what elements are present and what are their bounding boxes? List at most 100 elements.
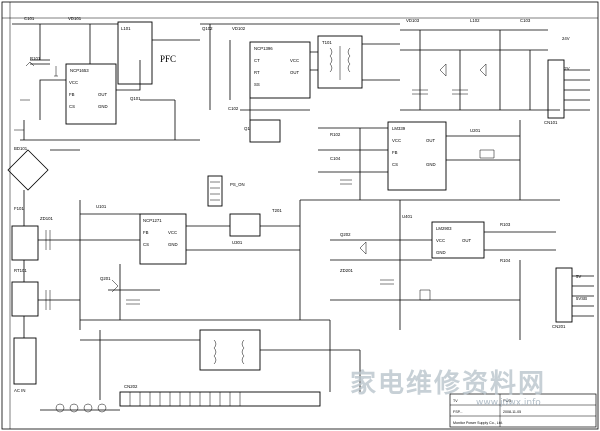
- out-stby-label: 5VSB: [576, 296, 587, 301]
- title-block: TV PWB FSP... 2008-11-05 Monitor Power S…: [449, 393, 597, 428]
- c101-label: C101: [24, 16, 35, 21]
- t201-label: T201: [272, 208, 282, 213]
- u301-label: U301: [232, 240, 243, 245]
- optocoupler: [229, 213, 261, 237]
- pfc-pin-vcc: VCC: [69, 80, 78, 85]
- lower-transformer: [199, 329, 261, 371]
- emi-filter-box: [11, 225, 39, 261]
- reg-pin-gnd: GND: [436, 250, 446, 255]
- q101-label: Q101: [130, 96, 141, 101]
- sb-pin-cs: CS: [143, 242, 149, 247]
- regulator-section: LM2903 VCC OUT GND U401 Q202 ZD201 R103 …: [330, 200, 594, 340]
- vd101-label: VD101: [68, 16, 82, 21]
- standby-section: NCP1271 FB CS VCC GND U101 Q201 U301 T20…: [80, 175, 330, 321]
- main-pin-ct: CT: [254, 58, 260, 63]
- r104-label: R104: [500, 258, 511, 263]
- out-5v-label: 5V: [576, 274, 581, 279]
- driver-box: [249, 119, 281, 143]
- main-converter-section: NCP1396 CT RT SS VCC OUT Q102 VD102 C102…: [200, 23, 400, 143]
- standby-ic: [139, 213, 187, 265]
- u401-label: U401: [402, 214, 413, 219]
- main-pin-vcc: VCC: [290, 58, 299, 63]
- watermark-url: www.jdwx.info: [476, 398, 541, 408]
- pfc-choke-box: [117, 21, 153, 85]
- pfc-controller-ic: [65, 63, 117, 125]
- sup-pin-fb: FB: [392, 150, 398, 155]
- reg-pin-out: OUT: [462, 238, 471, 243]
- title-project: TV: [453, 399, 458, 403]
- ac-input-connector: [13, 337, 37, 385]
- supervisor-ic: [387, 121, 447, 191]
- main-pin-rt: RT: [254, 70, 260, 75]
- vd103-label: VD103: [406, 18, 420, 23]
- l102-label: L102: [470, 18, 480, 23]
- mounting-hole-3: [83, 403, 93, 413]
- output-connector-cn1: [547, 59, 565, 119]
- c104-label: C104: [330, 156, 341, 161]
- cn202-label: CN202: [124, 384, 138, 389]
- vd102-label: VD102: [232, 26, 246, 31]
- cn201-label: CN201: [552, 324, 566, 329]
- out-12v-label: 12V: [562, 66, 570, 71]
- sb-pin-fb: FB: [143, 230, 149, 235]
- r102-label: R102: [330, 132, 341, 137]
- title-sheet-label: PWB: [503, 399, 512, 403]
- title-date: 2008-11-05: [503, 410, 521, 414]
- u101-label: U101: [96, 204, 107, 209]
- supervisor-ic-label: LM339: [392, 126, 406, 131]
- ps-on-label: PS_ON: [230, 182, 245, 187]
- standby-ic-label: NCP1271: [143, 218, 162, 223]
- sup-pin-out: OUT: [426, 138, 435, 143]
- c103-label: C103: [520, 18, 531, 23]
- title-block-frame: [449, 393, 597, 428]
- bridge-label: BD101: [14, 146, 28, 151]
- main-pin-ss: SS: [254, 82, 260, 87]
- output-connector-cn2: [555, 267, 573, 323]
- pfc-section: NCP1653 VCC FB CS OUT GND PFC L101 VD101…: [12, 16, 200, 141]
- reg-pin-vcc: VCC: [436, 238, 445, 243]
- out-24v-label: 24V: [562, 36, 570, 41]
- ps-on-connector: [207, 175, 223, 207]
- main-ic: [249, 41, 311, 99]
- fuse-label: F101: [14, 206, 24, 211]
- sup-pin-gnd: GND: [426, 162, 436, 167]
- ac-in-label: AC IN: [14, 388, 25, 393]
- title-company: Monitor Power Supply Co., Ltd.: [453, 421, 503, 425]
- pfc-block-title: PFC: [160, 54, 176, 64]
- ac-input-section: BD101 F101 RT101 AC IN ZD101: [7, 146, 81, 393]
- sup-pin-cs: CS: [392, 162, 398, 167]
- main-transformer-label: T101: [322, 40, 332, 45]
- pfc-pin-gnd: GND: [98, 104, 108, 109]
- mounting-hole-4: [97, 403, 107, 413]
- pfc-ic-label: NCP1653: [70, 68, 89, 73]
- watermark-cn-text: 家电维修资料网: [350, 368, 546, 399]
- sb-pin-gnd: GND: [168, 242, 178, 247]
- common-mode-choke: [11, 281, 39, 317]
- pfc-pin-cs: CS: [69, 104, 75, 109]
- main-ic-label: NCP1396: [254, 46, 273, 51]
- c102-label: C102: [228, 106, 239, 111]
- q102-label: Q102: [202, 26, 213, 31]
- sb-pin-vcc: VCC: [168, 230, 177, 235]
- pfc-pin-fb: FB: [69, 92, 75, 97]
- zd101-label: ZD101: [40, 216, 54, 221]
- mounting-hole-2: [69, 403, 79, 413]
- u201-label: U201: [470, 128, 481, 133]
- title-drawing-no: FSP...: [453, 410, 463, 414]
- lower-section: CN202: [40, 320, 361, 413]
- pfc-pin-out: OUT: [98, 92, 107, 97]
- main-pin-out: OUT: [290, 70, 299, 75]
- cn101-label: CN101: [544, 120, 558, 125]
- r103-label: R103: [500, 222, 511, 227]
- output-section: VD103 L102 C103 24V 12V CN101: [400, 18, 590, 125]
- pfc-choke-label: L101: [121, 26, 131, 31]
- sup-pin-vcc: VCC: [392, 138, 401, 143]
- zd201-label: ZD201: [340, 268, 354, 273]
- q202-label: Q202: [340, 232, 351, 237]
- regulator-ic-label: LM2903: [436, 226, 452, 231]
- thermistor-label: RT101: [14, 268, 27, 273]
- watermark: 家电维修资料网 www.jdwx.info: [350, 368, 546, 408]
- r101-label: R101: [30, 56, 41, 61]
